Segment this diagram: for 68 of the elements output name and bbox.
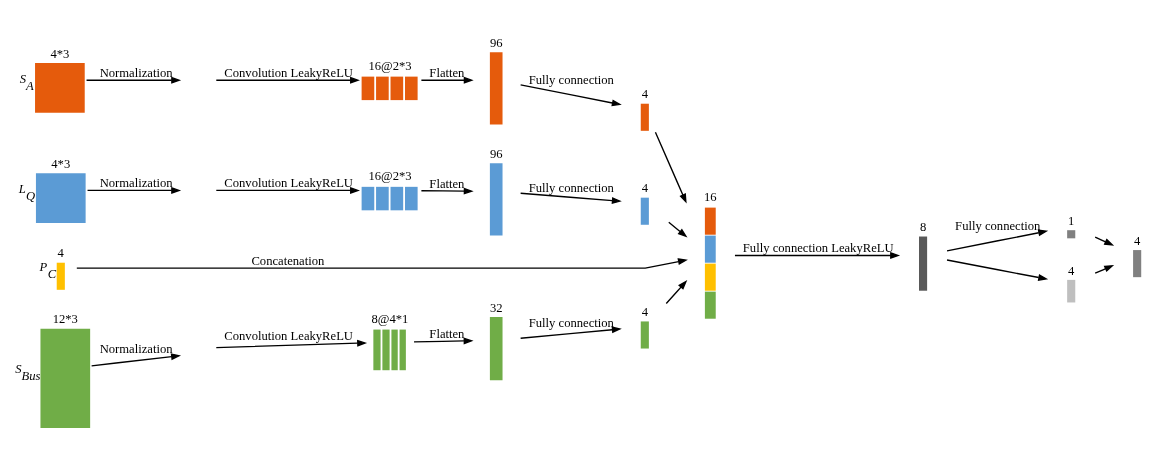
arrow bbox=[519, 192, 622, 205]
node-box bbox=[489, 52, 503, 125]
node-box bbox=[1133, 250, 1142, 278]
edge-label: Convolution LeakyReLU bbox=[224, 65, 353, 80]
arrow bbox=[1094, 236, 1115, 246]
node-box bbox=[640, 321, 649, 349]
arrow bbox=[215, 186, 360, 194]
node-box bbox=[640, 197, 649, 225]
edge-label: Normalization bbox=[99, 65, 173, 80]
edge-label: Fully connection bbox=[955, 219, 1041, 234]
node-label: 32 bbox=[489, 300, 503, 315]
node-label: 96 bbox=[489, 35, 503, 50]
arrow bbox=[734, 252, 901, 259]
node-label: 4 bbox=[641, 181, 648, 196]
node-box bbox=[489, 316, 503, 381]
arrow bbox=[413, 337, 474, 345]
node-label: 4 bbox=[641, 305, 648, 320]
arrow bbox=[76, 258, 688, 269]
edge-label: Convolution LeakyReLU bbox=[224, 176, 353, 191]
node-label: 8@4*1 bbox=[371, 311, 409, 326]
node-label: 4 bbox=[1068, 263, 1075, 278]
edge-label: Normalization bbox=[99, 176, 173, 191]
node-box bbox=[35, 63, 85, 113]
node-label: 4*3 bbox=[51, 157, 71, 172]
node-label: 4*3 bbox=[50, 46, 70, 61]
node-label: 4 bbox=[641, 87, 648, 102]
arrow bbox=[654, 131, 687, 204]
node-label: 1 bbox=[1068, 213, 1075, 228]
edge-label: Convolution LeakyReLU bbox=[224, 328, 353, 343]
node-box bbox=[1067, 230, 1076, 239]
arrow bbox=[420, 76, 474, 84]
edge-label: Flatten bbox=[429, 326, 465, 341]
edge-label: Fully connection bbox=[528, 73, 614, 88]
node-box bbox=[640, 103, 649, 131]
node-label: 4 bbox=[1133, 233, 1141, 248]
arrow bbox=[85, 76, 182, 84]
edge-label: Flatten bbox=[429, 176, 465, 191]
edge-label: Fully connection bbox=[528, 316, 614, 331]
arrow bbox=[519, 84, 622, 107]
node-box bbox=[35, 173, 86, 223]
edge-label: Concatenation bbox=[251, 253, 325, 268]
node-label: 4 bbox=[57, 246, 64, 261]
arrow bbox=[215, 339, 368, 349]
arrow bbox=[1094, 264, 1115, 274]
arrow bbox=[215, 76, 360, 84]
arrow bbox=[946, 229, 1049, 252]
arrow bbox=[519, 326, 622, 339]
node-label: 12*3 bbox=[52, 312, 78, 327]
arrow bbox=[90, 353, 182, 367]
node-label: 96 bbox=[489, 147, 503, 162]
edge-label: Fully connection bbox=[528, 180, 614, 195]
node-box bbox=[919, 236, 928, 291]
edge-label: Normalization bbox=[99, 342, 173, 357]
node-label: 16@2*3 bbox=[368, 168, 412, 183]
arrow bbox=[420, 187, 474, 195]
node-label: 16@2*3 bbox=[368, 58, 412, 73]
edge-label: Flatten bbox=[429, 65, 465, 80]
arrow bbox=[665, 280, 688, 305]
node-box bbox=[40, 328, 91, 429]
node-box bbox=[56, 262, 65, 290]
arrow bbox=[946, 259, 1049, 281]
node-label: 8 bbox=[919, 220, 927, 235]
node-label: 16 bbox=[703, 190, 717, 205]
edge-label: Fully connection LeakyReLU bbox=[742, 241, 894, 256]
node-box bbox=[1067, 279, 1076, 303]
arrow bbox=[668, 221, 688, 238]
arrow bbox=[86, 186, 182, 194]
node-box bbox=[489, 163, 503, 236]
